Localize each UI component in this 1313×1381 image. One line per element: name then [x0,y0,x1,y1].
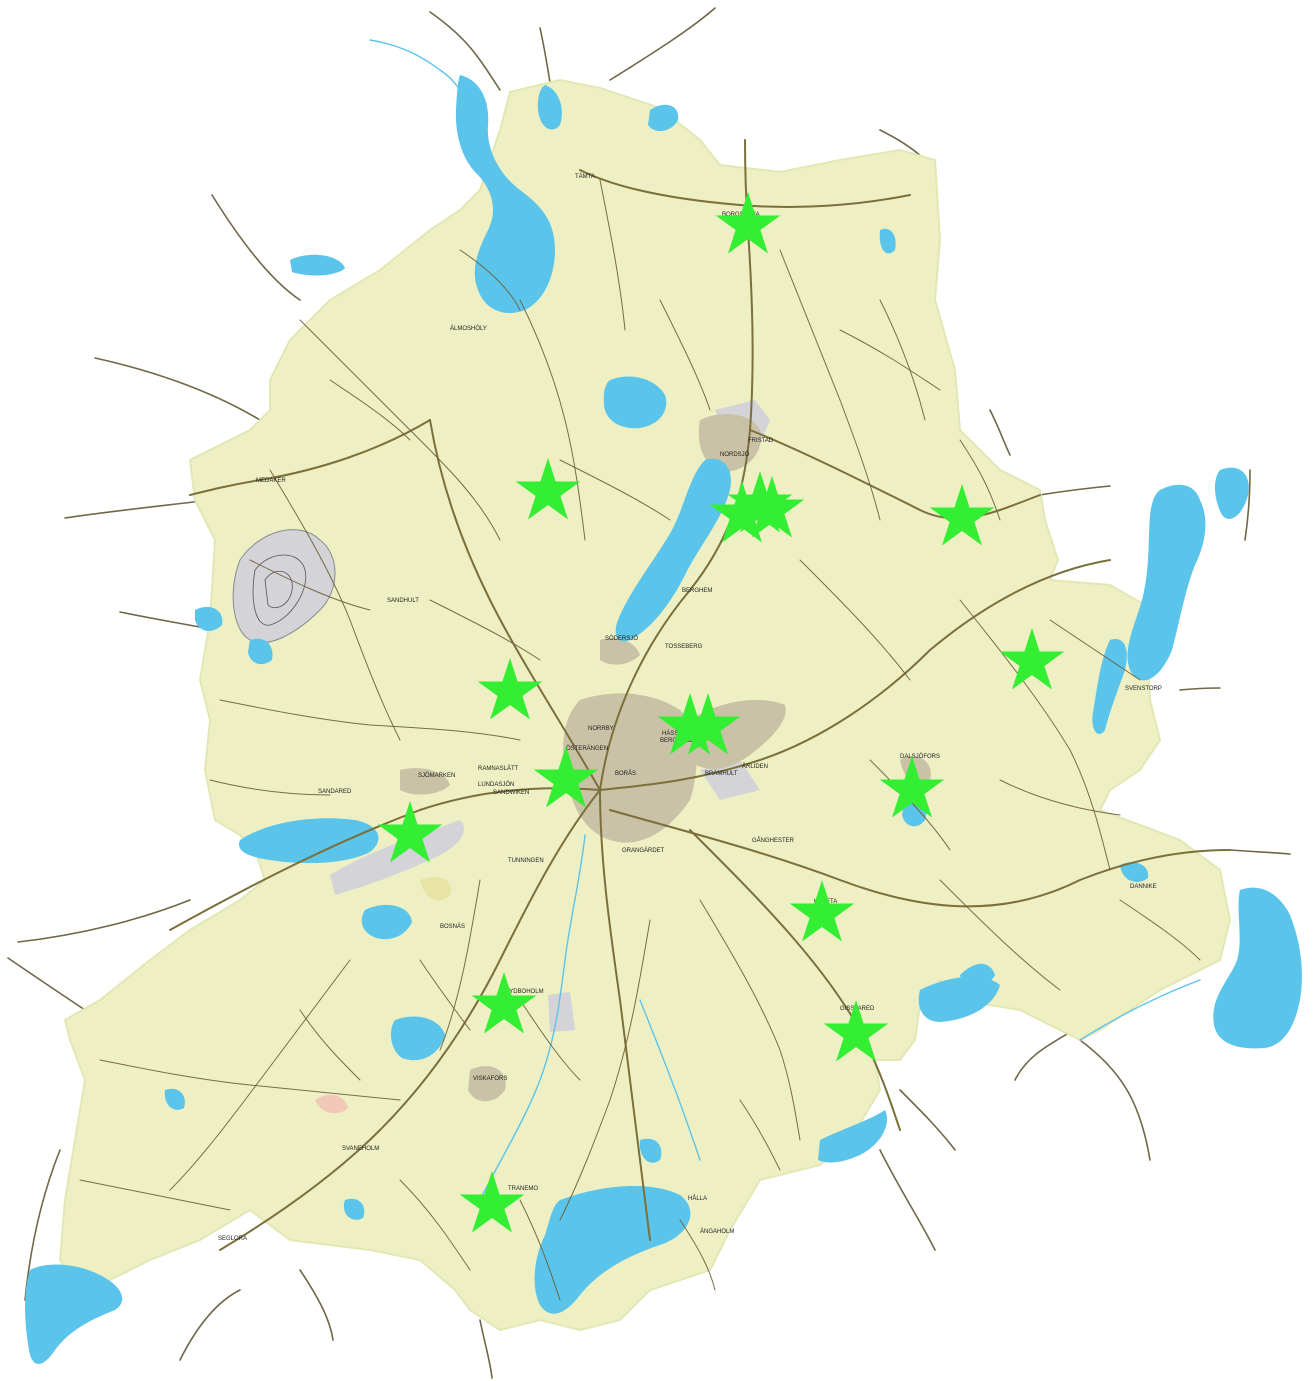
place-label: SJÖMARKEN [418,772,455,779]
star-markers [377,192,1065,1233]
marker-3 [709,481,775,543]
marker-9 [675,693,741,755]
place-label: FRISTAD [748,438,774,444]
place-label: SANDARED [318,789,352,795]
marker-7 [477,658,543,720]
place-label: BORÅS [615,770,636,777]
place-label: LUNDASJÖN [478,781,514,788]
place-label: ÄNGAHOLM [700,1228,734,1235]
main-roads [169,139,1231,1251]
external-roads [7,7,1291,1379]
place-label: NORRBY [588,726,614,732]
place-label: MEDAKER [256,478,286,484]
marker-14 [789,880,855,942]
place-label: ÄLMOSHÖLY [450,325,487,332]
place-label: SÖDERSJÖ [605,635,638,642]
place-label: RYDBOHOLM [505,989,544,995]
place-label: VISKAFORS [473,1076,507,1082]
place-label: GÅNGHESTER [752,837,795,844]
place-label: ÅRLIDEN [742,763,768,770]
industrial-areas [232,400,770,1032]
place-label: DANNIKE [1130,884,1157,890]
urban-areas [315,414,931,1114]
marker-6 [929,484,995,546]
place-label: TRANEMO [508,1186,538,1192]
place-label: SVANEHOLM [342,1146,379,1152]
marker-5 [739,476,805,538]
place-label: SANDHULT [387,598,419,604]
place-label: SANDWIKEN [493,790,529,796]
place-label: TUNNINGEN [508,858,544,864]
place-label: NORDSJÖ [720,451,750,458]
place-label: BERGHEM [682,588,712,594]
marker-16 [823,1000,889,1062]
marker-10 [999,628,1065,690]
place-label: DALSJÖFORS [900,753,940,760]
place-label: SEGLORA [218,1236,247,1242]
place-labels: TÄMTA ÄLMOSHÖLY BORGSTENA MEDAKER SANDHU… [218,173,1162,1242]
water-bodies [25,75,1302,1365]
place-label: HÅLLA [688,1195,707,1202]
place-label: TOSSEBERG [665,644,703,650]
place-label: ÖSTERÄNGEN [566,745,608,752]
marker-12 [879,756,945,818]
place-label: TÄMTA [575,173,595,180]
marker-13 [377,801,443,863]
marker-15 [471,972,537,1034]
rivers [369,39,1201,1201]
place-label: GRANGÄRDET [622,847,665,854]
place-label: BRÄMHULT [705,770,738,777]
marker-11 [533,746,599,808]
marker-17 [459,1171,525,1233]
marker-2 [515,458,581,520]
minor-roads [79,179,1201,1301]
place-label: RAMNASLÄTT [478,765,519,772]
place-label: SVENSTORP [1125,686,1162,692]
marker-1 [715,192,781,254]
place-label: BOSNÄS [440,923,465,930]
